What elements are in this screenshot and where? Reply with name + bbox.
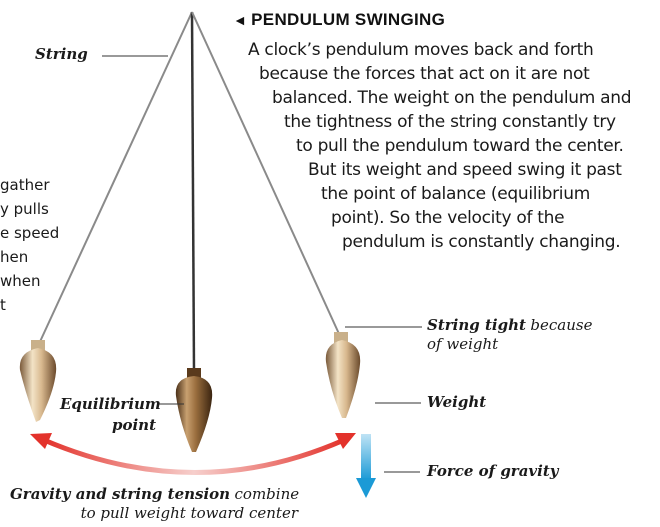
left-text-fragment: t xyxy=(0,294,6,317)
left-text-fragment: y pulls xyxy=(0,198,49,221)
paragraph-line: because the forces that act on it are no… xyxy=(259,63,589,86)
gravity-arrow xyxy=(356,434,376,498)
left-text-fragment: gather xyxy=(0,174,50,197)
string-tight-label-bold: String tight xyxy=(427,316,526,334)
caption: Gravity and string tension combine to pu… xyxy=(10,485,298,523)
paragraph-line: to pull the pendulum toward the center. xyxy=(296,135,624,158)
pendulum-bob-center xyxy=(176,368,212,452)
caption-line2: to pull weight toward center xyxy=(10,504,298,523)
string-center xyxy=(192,12,194,372)
string-tight-label-line2: of weight xyxy=(427,335,592,354)
pendulum-bob-right xyxy=(326,332,360,418)
paragraph-line: the tightness of the string constantly t… xyxy=(284,111,616,134)
left-text-fragment: when xyxy=(0,270,41,293)
caption-rest: combine xyxy=(235,485,300,503)
string-label: String xyxy=(35,45,88,63)
paragraph-line: balanced. The weight on the pendulum and xyxy=(272,87,631,110)
paragraph-line: A clock’s pendulum moves back and forth xyxy=(248,39,593,62)
equilibrium-label: Equilibrium point xyxy=(60,394,156,436)
left-arrow-icon: ◄ xyxy=(233,12,247,28)
paragraph-line: pendulum is constantly changing. xyxy=(342,231,620,254)
section-heading: ◄PENDULUM SWINGING xyxy=(233,10,445,30)
equilibrium-label-line1: Equilibrium xyxy=(60,394,156,415)
force-of-gravity-label: Force of gravity xyxy=(427,462,558,480)
heading-text: PENDULUM SWINGING xyxy=(251,10,445,29)
string-tight-label: String tight because of weight xyxy=(427,316,592,354)
left-text-fragment: e speed xyxy=(0,222,59,245)
equilibrium-label-line2: point xyxy=(60,415,156,436)
string-tight-label-rest: because xyxy=(530,316,592,334)
left-text-fragment: hen xyxy=(0,246,28,269)
paragraph-line: But its weight and speed swing it past xyxy=(308,159,622,182)
paragraph-line: the point of balance (equilibrium xyxy=(321,183,590,206)
caption-bold: Gravity and string tension xyxy=(10,485,230,503)
pendulum-bob-left xyxy=(20,340,56,422)
weight-label: Weight xyxy=(427,393,486,411)
paragraph-line: point). So the velocity of the xyxy=(331,207,564,230)
